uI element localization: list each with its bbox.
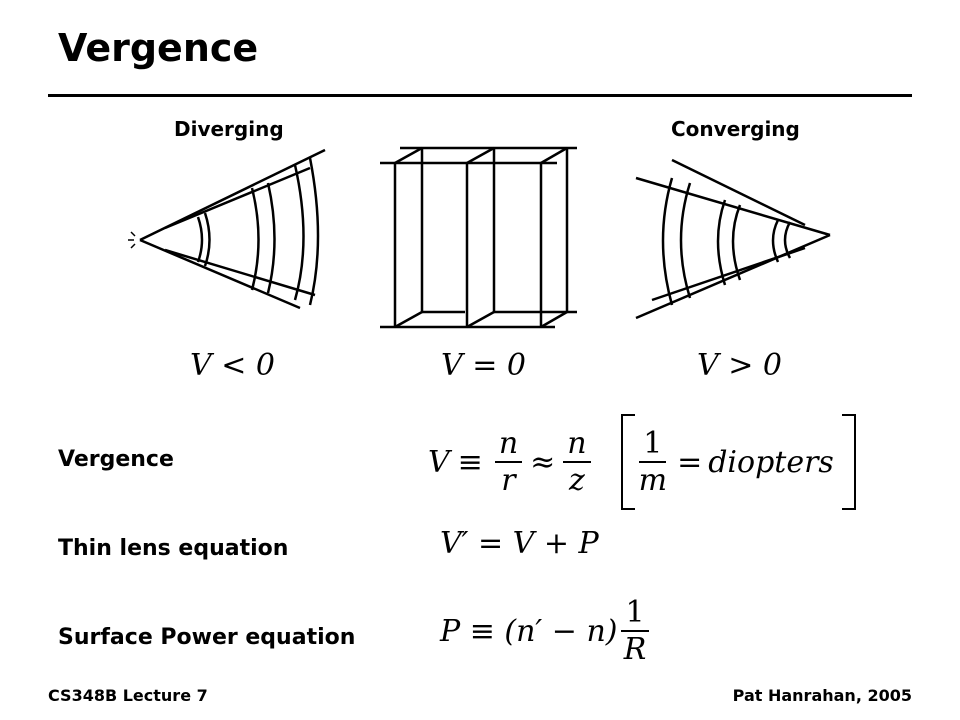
converging-label: Converging xyxy=(671,117,800,141)
wavefront-diagram xyxy=(128,146,831,329)
plane-wavefronts xyxy=(380,146,577,329)
footer-author: Pat Hanrahan, 2005 xyxy=(732,686,912,705)
thin-lens-equation: V′ = V + P xyxy=(440,526,599,561)
converging-wavefronts xyxy=(635,158,831,320)
diopters-unit: diopters xyxy=(708,444,834,480)
v-zero: V = 0 xyxy=(441,348,526,383)
surface-power-label: Surface Power equation xyxy=(58,625,356,650)
approx-symbol: ≈ xyxy=(530,444,556,480)
right-bracket xyxy=(841,414,856,510)
diverging-label: Diverging xyxy=(174,117,284,141)
thin-lens-label: Thin lens equation xyxy=(58,536,289,561)
v-symbol: V xyxy=(428,444,450,480)
title-divider xyxy=(48,94,912,97)
slide-title: Vergence xyxy=(58,26,259,70)
vergence-label: Vergence xyxy=(58,447,174,472)
left-bracket xyxy=(620,414,635,510)
diverging-wavefronts xyxy=(128,148,326,310)
v-positive: V > 0 xyxy=(697,348,782,383)
v-negative: V < 0 xyxy=(190,348,275,383)
equiv-symbol: ≡ xyxy=(457,444,483,480)
footer-course: CS348B Lecture 7 xyxy=(48,686,208,705)
